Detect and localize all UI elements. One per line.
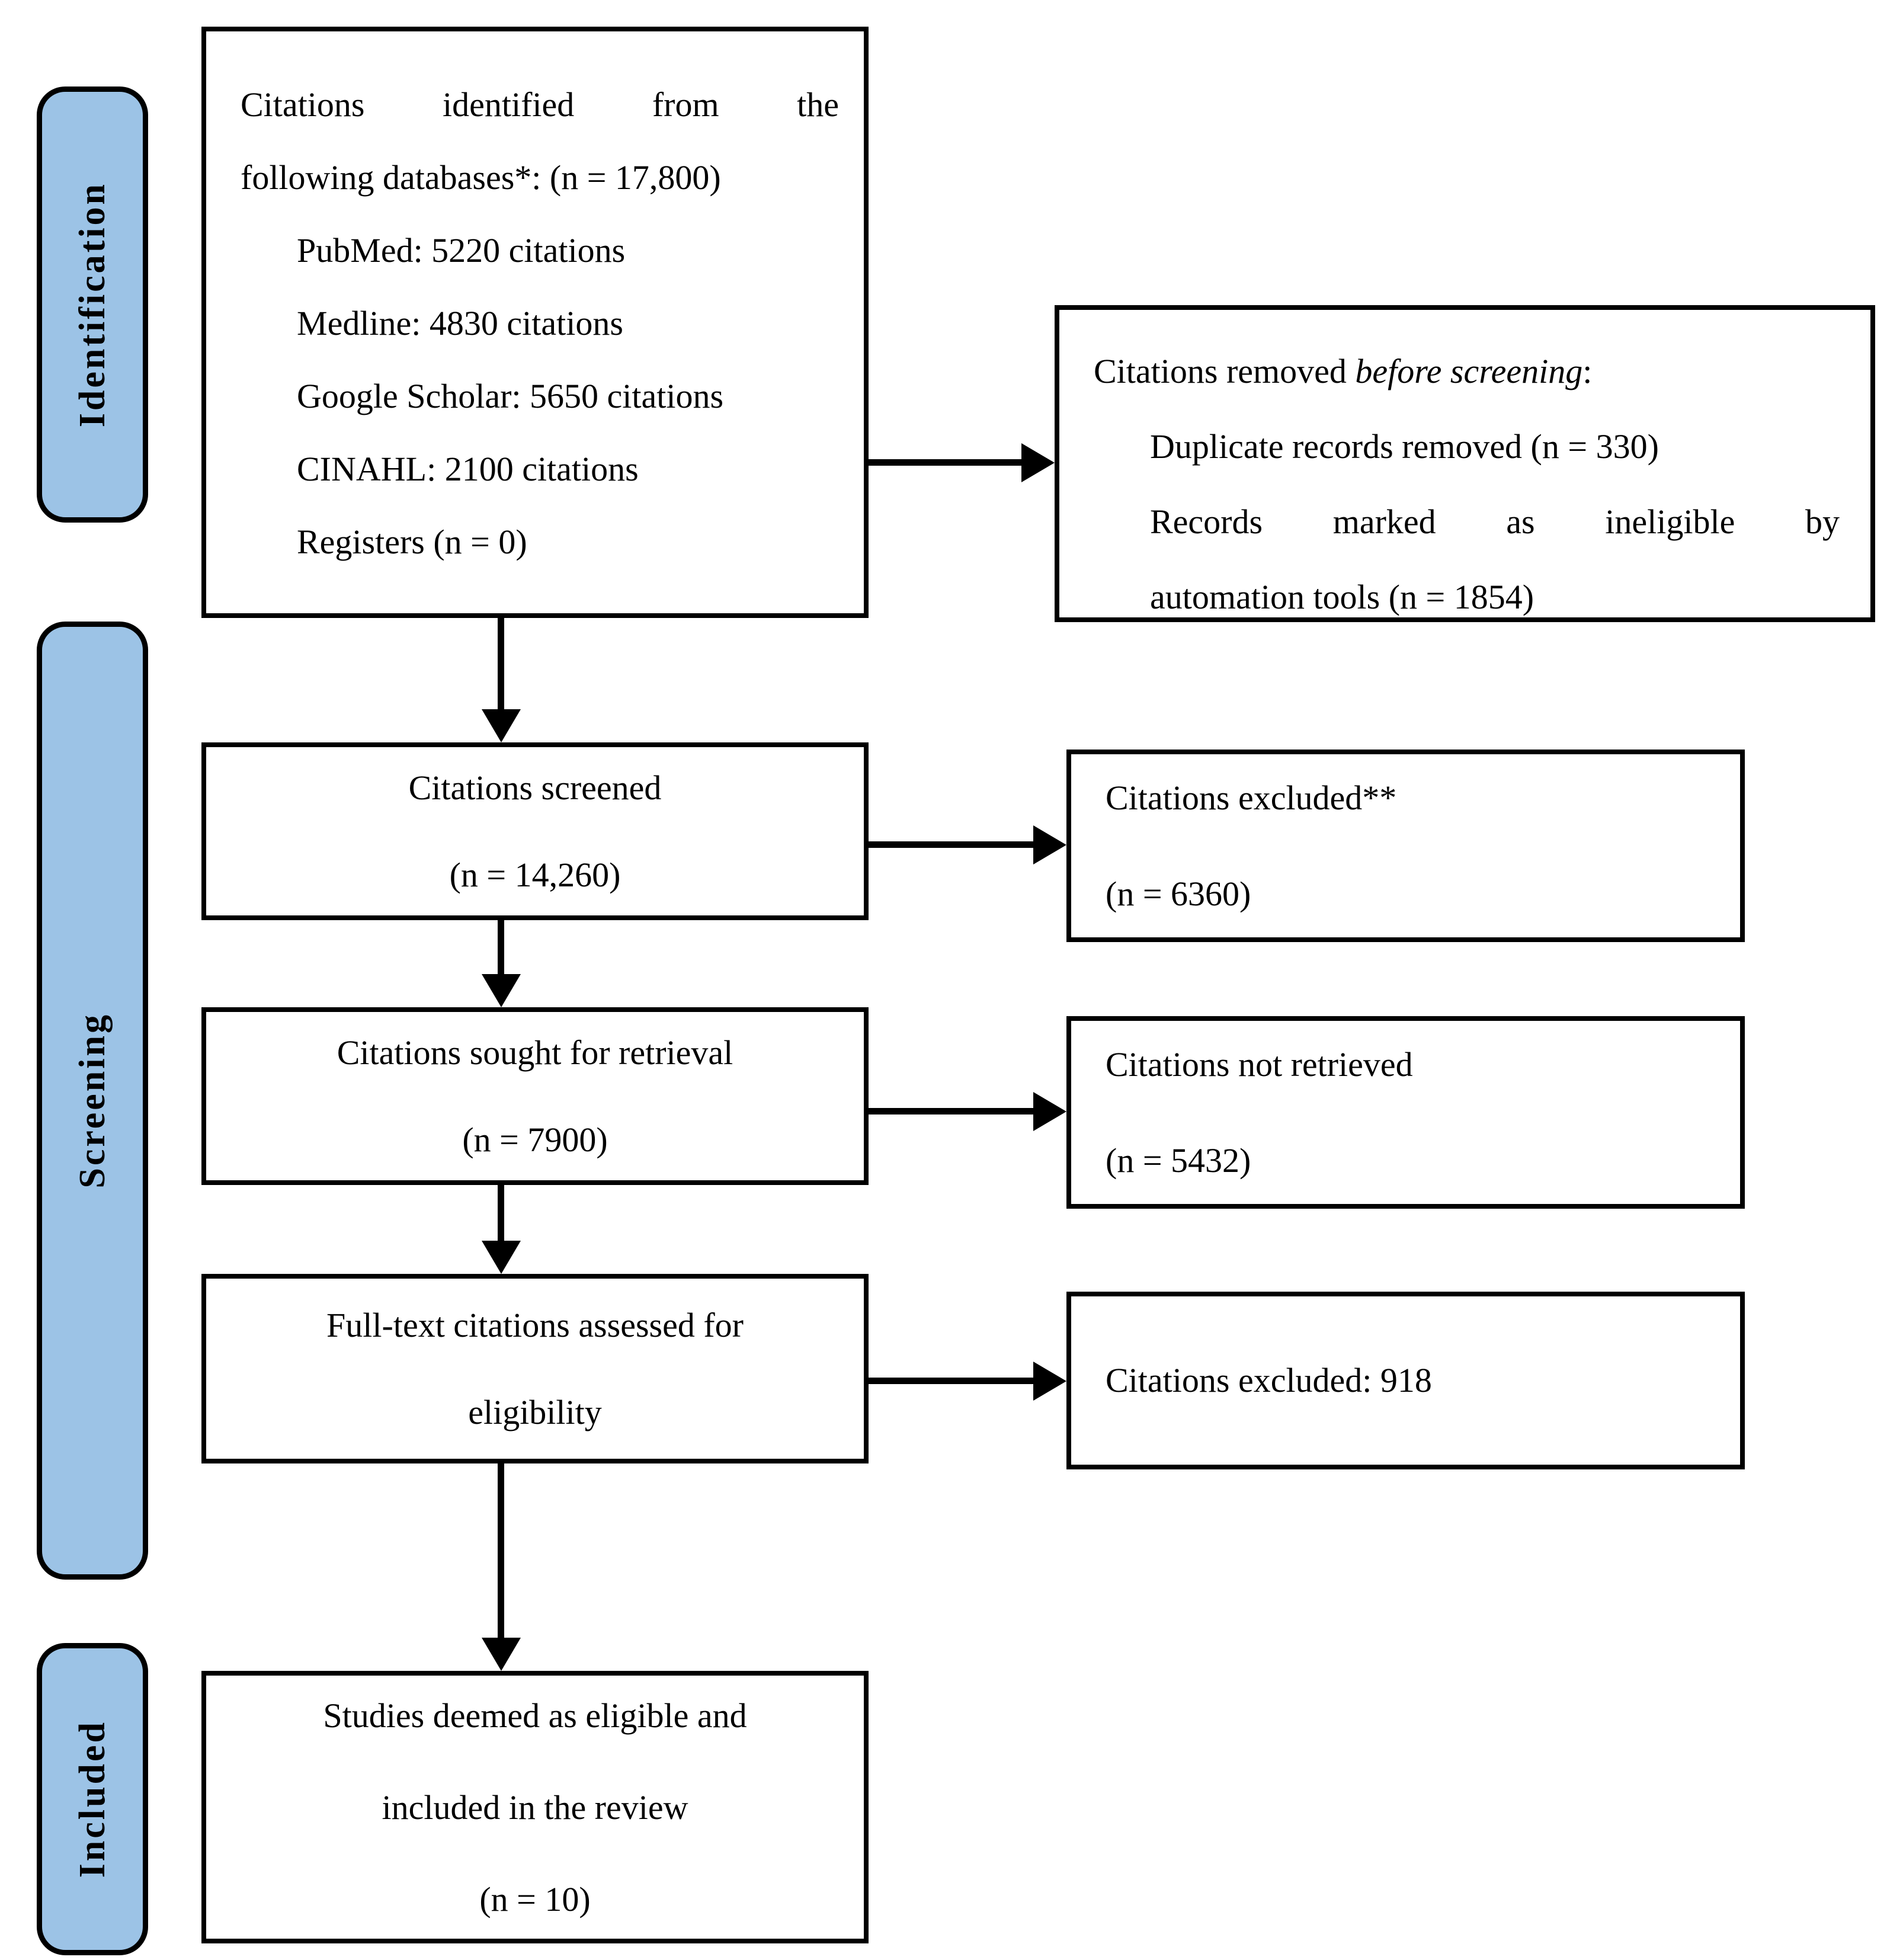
arrow-shaft <box>498 920 504 975</box>
box-citations-not-retrieved: Citations not retrieved (n = 5432) <box>1066 1016 1745 1209</box>
box-citations-excluded-fulltext: Citations excluded: 918 <box>1066 1292 1745 1469</box>
excluded-fulltext-line1: Citations excluded: 918 <box>1106 1361 1432 1399</box>
sought-count: (n = 7900) <box>462 1120 608 1159</box>
arrow-shaft <box>498 1463 504 1638</box>
arrow-shaft <box>869 459 1022 466</box>
box-citations-sought-retrieval: Citations sought for retrieval (n = 7900… <box>201 1007 869 1185</box>
identified-source-pubmed: PubMed: 5220 citations <box>297 231 626 270</box>
identified-source-cinahl: CINAHL: 2100 citations <box>297 450 639 488</box>
identified-source-google-scholar: Google Scholar: 5650 citations <box>297 377 724 415</box>
box-citations-identified: Citations identified from the following … <box>201 27 869 618</box>
arrow-head-down-icon <box>482 974 521 1007</box>
arrow-head-right-icon <box>1021 443 1055 482</box>
fulltext-line2: eligibility <box>468 1393 602 1431</box>
identified-line1: Citations identified from the <box>241 85 839 124</box>
removed-title-prefix: Citations removed <box>1094 352 1356 390</box>
box-fulltext-assessed: Full-text citations assessed for eligibi… <box>201 1274 869 1463</box>
arrow-shaft <box>869 1378 1034 1384</box>
screened-line1: Citations screened <box>408 768 662 807</box>
not-retrieved-line1: Citations not retrieved <box>1106 1045 1413 1084</box>
box-studies-included: Studies deemed as eligible and included … <box>201 1671 869 1943</box>
arrow-head-down-icon <box>482 1638 521 1671</box>
identified-line2: following databases*: (n = 17,800) <box>241 158 721 197</box>
box-citations-removed-before-screening: Citations removed before screening: Dupl… <box>1055 305 1875 622</box>
identified-source-medline: Medline: 4830 citations <box>297 304 623 342</box>
arrow-shaft <box>869 1108 1034 1114</box>
included-final-line2: included in the review <box>382 1788 688 1827</box>
included-final-count: (n = 10) <box>479 1879 591 1919</box>
stage-label-screening-text: Screening <box>72 1013 113 1189</box>
stage-label-identification-text: Identification <box>72 181 113 428</box>
removed-title-suffix: : <box>1582 352 1593 390</box>
removed-title: Citations removed before screening: <box>1094 334 1840 409</box>
excluded-screening-count: (n = 6360) <box>1106 874 1251 913</box>
arrow-head-down-icon <box>482 1241 521 1274</box>
screened-count: (n = 14,260) <box>449 856 621 894</box>
stage-label-screening: Screening <box>37 622 148 1580</box>
removed-item-automation-line2: automation tools (n = 1854) <box>1150 578 1534 616</box>
removed-item-duplicates: Duplicate records removed (n = 330) <box>1150 427 1659 466</box>
stage-label-included-text: Included <box>72 1720 113 1878</box>
not-retrieved-count: (n = 5432) <box>1106 1141 1251 1180</box>
excluded-screening-line1: Citations excluded** <box>1106 778 1397 817</box>
sought-line1: Citations sought for retrieval <box>337 1033 733 1072</box>
included-final-line1: Studies deemed as eligible and <box>323 1696 747 1735</box>
removed-item-automation-line1: Records marked as ineligible by <box>1150 502 1840 541</box>
arrow-shaft <box>498 618 504 710</box>
arrow-shaft <box>869 841 1034 848</box>
stage-label-identification: Identification <box>37 87 148 523</box>
arrow-shaft <box>498 1185 504 1241</box>
identified-source-registers: Registers (n = 0) <box>297 523 527 561</box>
arrow-head-right-icon <box>1033 825 1066 864</box>
arrow-head-down-icon <box>482 709 521 742</box>
removed-title-italic: before screening <box>1355 352 1583 390</box>
arrow-head-right-icon <box>1033 1362 1066 1401</box>
stage-label-included: Included <box>37 1643 148 1955</box>
arrow-head-right-icon <box>1033 1092 1066 1131</box>
box-citations-screened: Citations screened (n = 14,260) <box>201 742 869 920</box>
box-citations-excluded-screening: Citations excluded** (n = 6360) <box>1066 750 1745 942</box>
fulltext-line1: Full-text citations assessed for <box>326 1306 744 1344</box>
